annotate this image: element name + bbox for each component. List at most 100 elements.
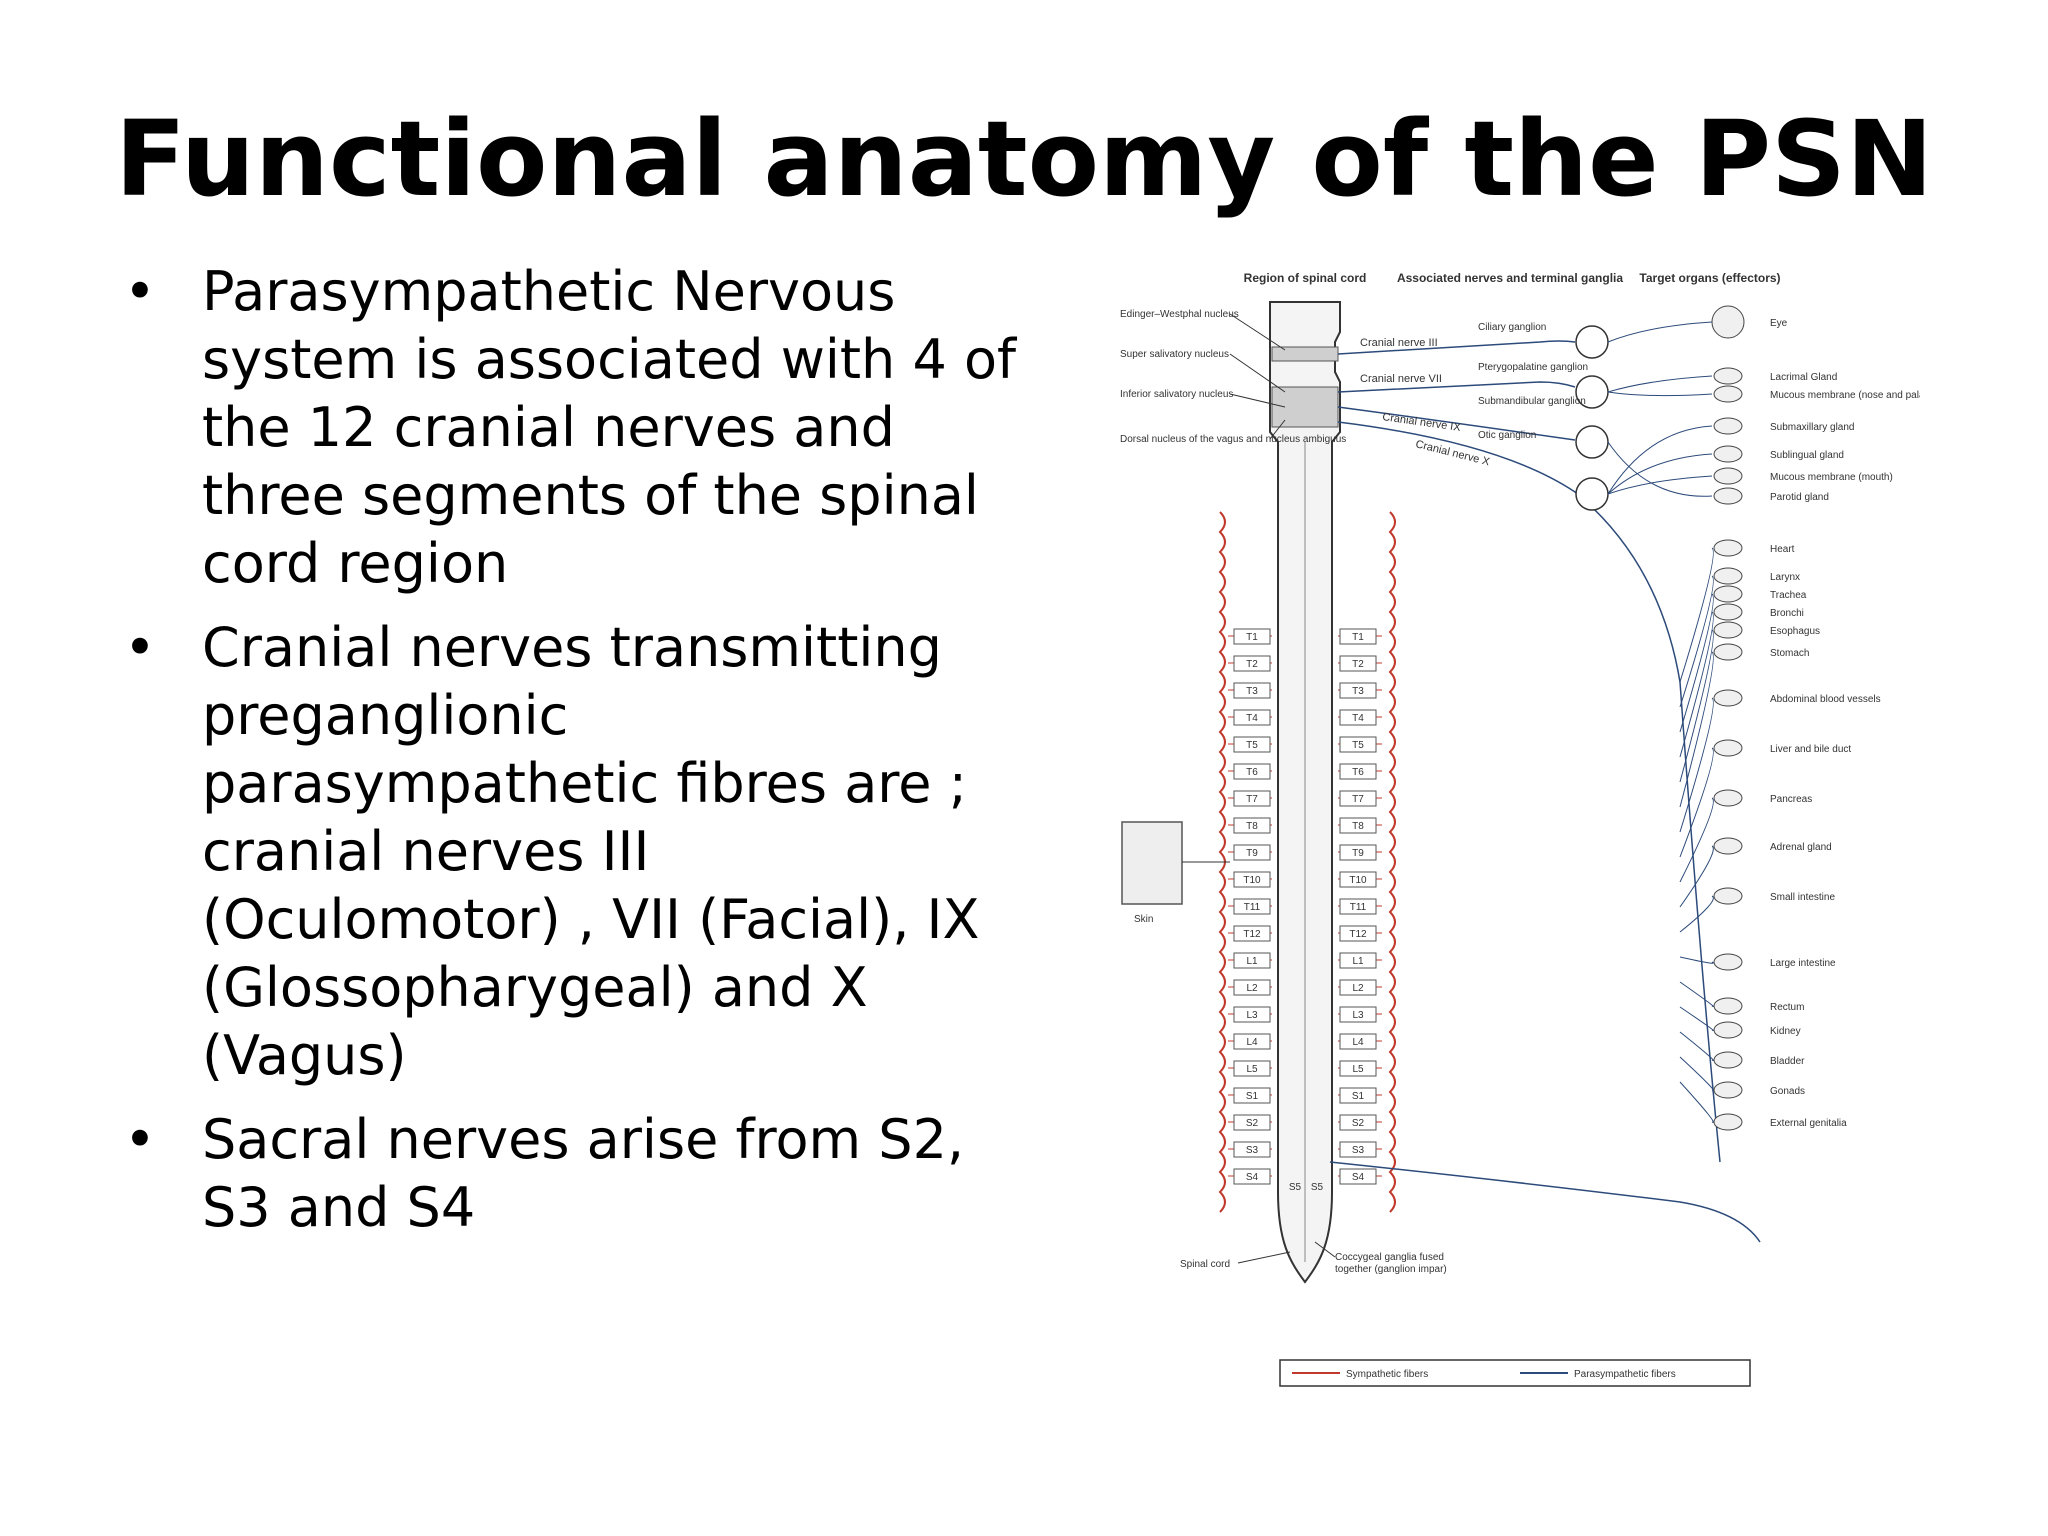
target-organ-label: Large intestine [1770,958,1836,969]
organ-icon [1713,789,1743,807]
segment-label: T9 [1352,848,1364,859]
bullet-list: • Parasympathetic Nervous system is assoc… [118,258,1018,1258]
segment-box [1233,1141,1271,1158]
organ-icon [1713,367,1743,385]
segment-label: T2 [1246,659,1258,670]
leader-line [1229,393,1286,408]
ganglion-label: Pterygopalatine ganglion [1478,362,1588,373]
segment-label: S1 [1352,1091,1365,1102]
target-organ-label: Stomach [1770,648,1809,659]
postganglionic-fiber [1679,629,1714,783]
target-organ-label: Lacrimal Gland [1770,372,1837,383]
bullet-text: Sacral nerves arise from S2, S3 and S4 [202,1108,965,1239]
target-organ-label: Mucous membrane (mouth) [1770,472,1893,483]
segment-box [1339,1087,1377,1104]
organ-icon [1713,585,1743,603]
bullet-text: Parasympathetic Nervous system is associ… [202,260,1017,595]
segment-labels-right: T1T2T3T4T5T6T7T8T9T10T11T12L1L2L3L4L5S1S… [1339,628,1377,1185]
postganglionic-fiber [1679,547,1714,683]
ganglion-label: Ciliary ganglion [1478,322,1546,333]
segment-label: T12 [1243,929,1261,940]
segment-box [1233,763,1271,780]
segment-label-s5-left: S5 [1289,1182,1302,1193]
segment-label: T1 [1352,632,1364,643]
postganglionic-fiber [1607,391,1713,397]
bullet-marker: • [124,260,156,323]
segment-label: L1 [1246,956,1258,967]
postganglionic-fiber [1679,981,1714,1007]
segment-label: T8 [1246,821,1258,832]
segment-box [1233,709,1271,726]
segment-label-s5-right: S5 [1311,1182,1324,1193]
cranial-nerve-vii-path [1337,381,1576,393]
brainstem-band [1271,346,1339,362]
legend: Sympathetic fibers Parasympathetic fiber… [1279,1359,1751,1387]
organ-icon [1713,445,1743,463]
organ-icon [1713,417,1743,435]
organ-icon [1713,487,1743,505]
postganglionic-fiber [1679,697,1714,833]
target-organ-label: Kidney [1770,1026,1801,1037]
header-nerves: Associated nerves and terminal ganglia [1397,271,1623,285]
segment-label: T11 [1350,902,1367,913]
ganglion-label: Submandibular ganglion [1478,396,1586,407]
bullet-text: Cranial nerves transmitting preganglioni… [202,616,980,1087]
target-organ-label: Eye [1770,318,1788,329]
segment-box [1233,979,1271,996]
segment-label: T9 [1246,848,1258,859]
nucleus-label-text: Edinger–Westphal nucleus [1120,309,1239,320]
postganglionic-fiber [1607,375,1713,393]
segment-box [1339,871,1377,888]
sympathetic-chain [1388,511,1396,1213]
organ-icon [1713,997,1743,1015]
segment-label: T10 [1243,875,1261,886]
organ-icon [1713,689,1743,707]
psn-anatomy-diagram: Region of spinal cord Associated nerves … [1120,271,1920,1387]
segment-label: S2 [1246,1118,1259,1129]
postganglionic-fiber [1607,475,1713,495]
segment-label: T4 [1352,713,1364,724]
ganglion-label: Otic ganglion [1478,430,1536,441]
organ-icon [1713,837,1743,855]
organ-icon [1711,305,1745,339]
segment-box [1233,655,1271,672]
segment-label: L2 [1246,983,1258,994]
legend-sympathetic-label: Sympathetic fibers [1346,1369,1428,1380]
header-region: Region of spinal cord [1244,271,1367,285]
segment-label: T3 [1352,686,1364,697]
segment-box [1339,979,1377,996]
segment-label: S4 [1352,1172,1365,1183]
bullet-marker: • [124,1108,156,1171]
segment-label: T10 [1349,875,1367,886]
target-organ-label: Small intestine [1770,892,1835,903]
segment-label: T6 [1246,767,1258,778]
segment-box [1233,1114,1271,1131]
otic-ganglion [1575,425,1609,459]
segment-box [1233,682,1271,699]
segment-box [1339,952,1377,969]
segment-label: T12 [1349,929,1367,940]
segment-box [1339,817,1377,834]
target-organ-label: Liver and bile duct [1770,744,1851,755]
target-fibers [1607,321,1714,1123]
ciliary-ganglion [1575,325,1609,359]
segment-box [1339,844,1377,861]
spinal-cord-leader [1237,1251,1291,1264]
organ-icon [1713,643,1743,661]
postganglionic-fiber [1679,956,1714,964]
segment-box [1339,1168,1377,1185]
organ-icon [1713,567,1743,585]
sacral-outflow-path [1329,1161,1761,1243]
spinal-cord-label: Spinal cord [1180,1259,1230,1270]
slide-title: Functional anatomy of the PSN [115,98,1933,220]
cranial-nerve-iii-path [1337,340,1576,355]
segment-label: L2 [1352,983,1364,994]
segment-label: T6 [1352,767,1364,778]
postganglionic-fiber [1679,575,1714,708]
segment-box [1339,925,1377,942]
organ-icon [1713,1051,1743,1069]
target-organ-label: Bladder [1770,1056,1805,1067]
segment-box [1339,682,1377,699]
segment-box [1233,1087,1271,1104]
segment-label: L5 [1246,1064,1258,1075]
